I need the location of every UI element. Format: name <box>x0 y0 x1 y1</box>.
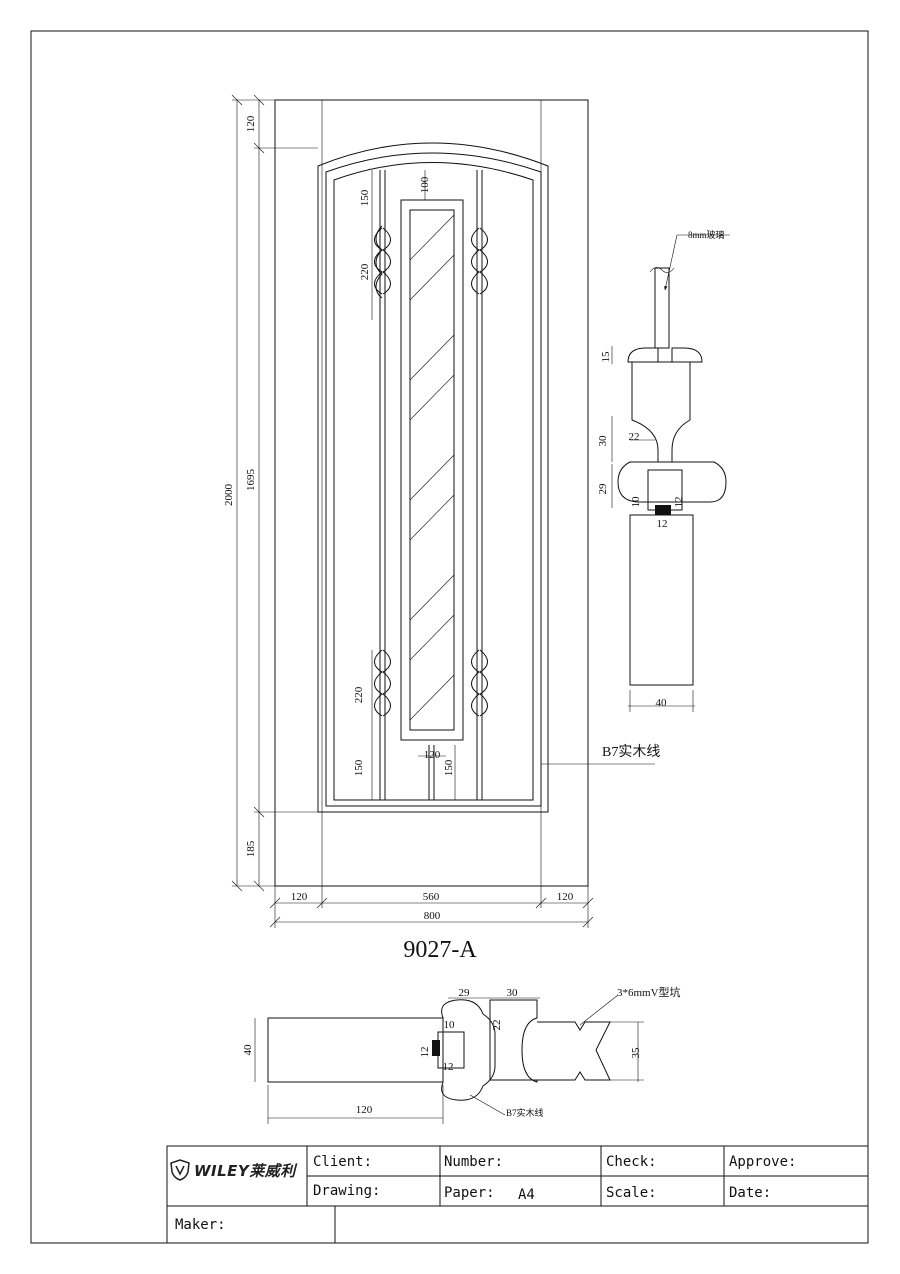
door-outline <box>274 99 589 887</box>
dim-panel-width: 560 <box>423 891 440 903</box>
dim-vs-molding-height: 29 <box>597 483 609 495</box>
arched-molding-outer <box>317 142 549 813</box>
dim-left-stile: 120 <box>291 891 308 903</box>
dim-hs-offset-10: 10 <box>444 1019 456 1031</box>
paper-label: Paper: <box>444 1185 495 1201</box>
dim-hs-offset-12a: 12 <box>419 1047 431 1058</box>
dim-right-stile: 120 <box>557 891 574 903</box>
approve-label: Approve: <box>729 1154 797 1170</box>
dim-hs-neck-height: 22 <box>491 1020 503 1031</box>
dim-upper-ornament: 220 <box>359 263 371 280</box>
dim-vs-neck-width: 22 <box>629 431 640 443</box>
model-number: 9027-A <box>403 937 477 963</box>
horizontal-section-stile <box>267 1017 444 1083</box>
shield-icon <box>170 1159 190 1181</box>
dim-vs-offset-12a: 12 <box>673 497 685 508</box>
dim-upper-offset: 150 <box>359 189 371 206</box>
glass-frame-outer <box>400 199 464 741</box>
glass-hatching <box>409 214 455 721</box>
bottom-molding-label: B7实木线 <box>506 1107 544 1118</box>
door-elevation <box>274 99 589 887</box>
dim-vs-glass-stop: 15 <box>600 351 612 363</box>
company-logo: WILEY莱威利 <box>170 1157 310 1183</box>
ornament-upper-left <box>374 225 391 299</box>
v-groove-label: 3*6mmV型坑 <box>617 985 681 999</box>
number-label: Number: <box>444 1154 504 1170</box>
molding-label: B7实木线 <box>602 744 660 760</box>
dim-inner-height: 1695 <box>245 469 257 492</box>
dim-hs-neck-width: 30 <box>507 987 519 999</box>
dim-hs-stile-width: 120 <box>356 1104 373 1116</box>
dim-overall-width: 800 <box>424 910 441 922</box>
ornament-lower-left <box>374 649 391 717</box>
dim-vs-stile-width: 40 <box>656 697 668 709</box>
client-label: Client: <box>313 1154 373 1170</box>
dim-vs-offset-10: 10 <box>630 496 642 508</box>
ornament-upper-right <box>471 227 488 295</box>
dim-bottom-rail: 185 <box>245 840 257 857</box>
title-block <box>166 1145 869 1244</box>
date-label: Date: <box>729 1185 772 1201</box>
check-label: Check: <box>606 1154 657 1170</box>
horizontal-section <box>254 994 644 1124</box>
glass-frame-inner <box>409 209 455 731</box>
dim-top-rail: 120 <box>245 115 257 132</box>
dim-top-gap: 100 <box>419 176 431 193</box>
glass-label: 8mm玻璃 <box>688 229 725 240</box>
scale-label: Scale: <box>606 1185 657 1201</box>
vertical-section <box>611 234 730 712</box>
door-dimensions <box>231 94 655 928</box>
dim-hs-offset-12b: 12 <box>443 1061 454 1073</box>
paper-value: A4 <box>518 1187 535 1203</box>
dim-lower-offset-left: 150 <box>353 759 365 776</box>
dim-lower-offset-right: 150 <box>443 759 455 776</box>
dim-vs-offset-12b: 12 <box>657 518 668 530</box>
dim-hs-molding-width: 29 <box>459 987 471 999</box>
dim-glass-width: 120 <box>424 749 441 761</box>
maker-label: Maker: <box>175 1217 226 1233</box>
drawing-label: Drawing: <box>313 1183 381 1199</box>
ornament-lower-right <box>471 649 488 717</box>
logo-text: WILEY莱威利 <box>194 1161 296 1180</box>
vertical-section-stile <box>629 514 694 686</box>
dim-lower-ornament: 220 <box>353 686 365 703</box>
dim-hs-thickness: 40 <box>242 1044 254 1056</box>
dim-hs-panel-thickness: 35 <box>630 1047 642 1059</box>
dim-overall-height: 2000 <box>223 484 235 507</box>
dim-vs-neck-height: 30 <box>597 435 609 447</box>
